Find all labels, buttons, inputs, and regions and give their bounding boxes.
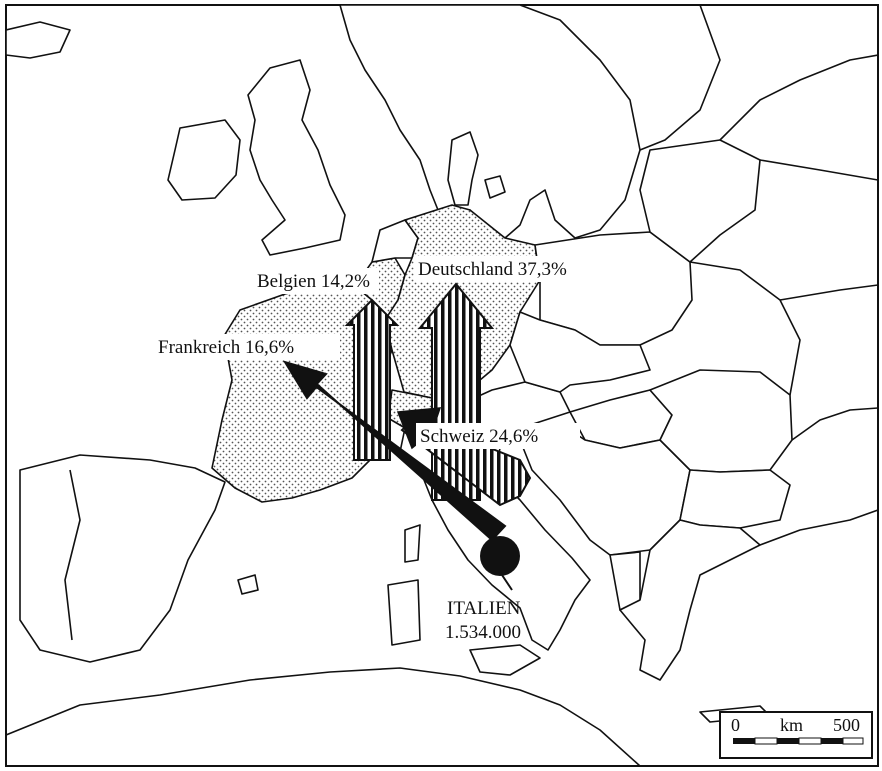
danish-island (484, 175, 506, 199)
scale-segment-3 (777, 738, 799, 744)
denmark (447, 131, 479, 206)
scandinavia (339, 5, 641, 239)
ireland (167, 119, 241, 201)
sicily (469, 644, 541, 676)
north-africa-coast (6, 667, 641, 766)
ussr-inner-border-b (779, 284, 878, 301)
ussr-border (719, 54, 878, 141)
scale-start: 0 (731, 715, 740, 735)
label-frankreich: Frankreich 16,6% (158, 337, 294, 358)
bulgaria (679, 469, 791, 529)
label-bg-frankreich (154, 334, 340, 360)
scale-segment-6 (842, 737, 864, 745)
label-origin-name: ITALIEN (447, 598, 521, 619)
scale-segment-5 (821, 738, 843, 744)
scale-bar-box (719, 711, 873, 759)
label-schweiz: Schweiz 24,6% (420, 426, 538, 447)
scale-end: 500 (833, 715, 860, 735)
portugal-border (64, 469, 81, 641)
label-belgien: Belgien 14,2% (257, 271, 370, 292)
label-bg-schweiz (416, 423, 580, 449)
origin-marker (480, 536, 520, 576)
corsica (404, 524, 421, 563)
scale-segment-2 (754, 737, 778, 745)
label-deutschland: Deutschland 37,3% (418, 259, 567, 280)
iceland (6, 21, 71, 59)
balearics (237, 574, 259, 595)
scale-unit: km (780, 715, 803, 735)
arrow-frankreich (282, 360, 507, 542)
scale-bar: 0 km 500 (719, 711, 873, 759)
black-sea-coast (791, 407, 878, 441)
sardinia (387, 579, 421, 646)
label-bg-belgien (253, 268, 379, 294)
scale-segment-1 (733, 738, 755, 744)
czechoslovakia (509, 311, 651, 393)
turkey-coast (759, 509, 878, 546)
finland-coast (639, 5, 721, 151)
ussr-inner-border-a (759, 159, 878, 181)
baltic-states (639, 139, 761, 263)
greece (619, 519, 761, 681)
origin-leader-line (499, 571, 513, 591)
label-bg-deutschland (414, 256, 606, 282)
arrow-belgien (344, 298, 400, 461)
scale-segment-4 (798, 737, 822, 745)
iberia (19, 454, 226, 663)
label-origin-total: 1.534.000 (445, 622, 521, 643)
great-britain (247, 59, 346, 256)
map-labels: Belgien 14,2% Deutschland 37,3% Frankrei… (154, 256, 606, 643)
